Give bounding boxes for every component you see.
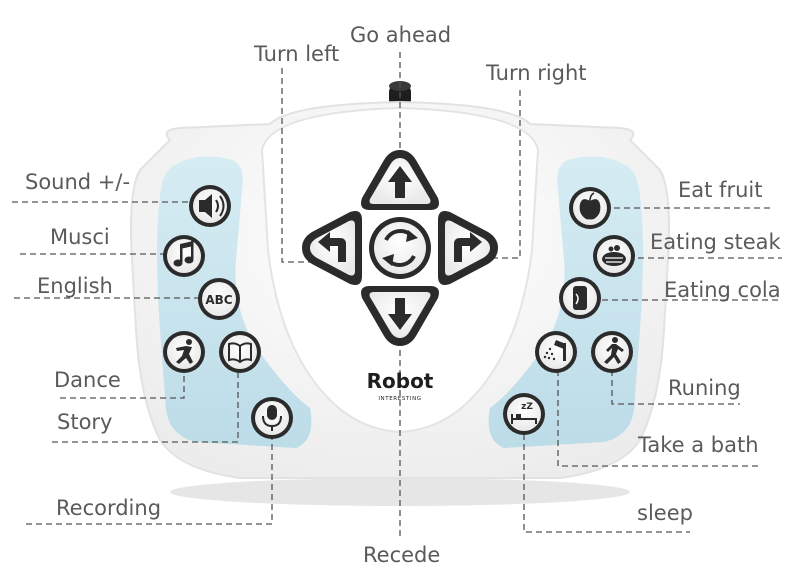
apple-icon xyxy=(579,192,601,220)
speaker-icon xyxy=(199,194,225,218)
dpad xyxy=(302,150,498,346)
recede-button[interactable] xyxy=(361,286,439,346)
leader-sleep xyxy=(523,424,690,533)
leader-turn-right xyxy=(486,90,521,259)
music-button[interactable] xyxy=(163,235,205,277)
runner-icon xyxy=(604,337,624,364)
arrow-down-icon xyxy=(388,298,412,330)
brand-logo: Robot xyxy=(367,369,434,393)
bed-icon: zZ xyxy=(511,402,537,424)
leader-turn-left xyxy=(281,68,318,263)
eat-fruit-button[interactable] xyxy=(569,187,611,229)
leader-dance xyxy=(60,366,185,399)
dancer-icon xyxy=(176,339,193,364)
turn-right-button[interactable] xyxy=(438,211,498,285)
shower-icon xyxy=(543,340,566,361)
runing-button[interactable] xyxy=(591,331,633,373)
label-english: English xyxy=(37,274,113,298)
recording-button[interactable] xyxy=(251,397,293,439)
sound-button[interactable] xyxy=(189,185,231,227)
story-button[interactable] xyxy=(219,331,261,373)
go-ahead-button[interactable] xyxy=(361,150,439,210)
steak-icon xyxy=(602,245,626,266)
label-recording: Recording xyxy=(56,496,162,520)
microphone-icon xyxy=(262,405,282,431)
label-runing: Runing xyxy=(668,376,741,400)
label-go-ahead: Go ahead xyxy=(350,23,452,47)
abc-icon: ABC xyxy=(205,293,232,307)
label-musci: Musci xyxy=(50,225,110,249)
label-story: Story xyxy=(57,410,113,434)
brand-subtitle: INTERESTING xyxy=(378,396,421,402)
arrow-up-icon xyxy=(388,166,412,198)
label-eating-cola: Eating cola xyxy=(664,278,781,302)
cola-can-icon xyxy=(573,286,587,310)
turn-right-icon xyxy=(454,232,482,262)
center-button[interactable] xyxy=(369,217,431,279)
book-icon xyxy=(228,342,252,364)
leader-take-a-bath xyxy=(557,360,762,467)
label-eating-steak: Eating steak xyxy=(650,230,781,254)
dance-button[interactable] xyxy=(163,331,205,373)
leader-story xyxy=(52,368,239,443)
label-dance: Dance xyxy=(54,368,121,392)
music-note-icon xyxy=(173,241,194,267)
sleep-button[interactable]: zZ xyxy=(503,393,545,435)
label-eat-fruit: Eat fruit xyxy=(678,178,763,202)
leader-recording xyxy=(26,432,273,525)
svg-text:zZ: zZ xyxy=(521,402,533,412)
take-a-bath-button[interactable] xyxy=(535,331,577,373)
label-sound: Sound +/- xyxy=(25,170,131,194)
eating-cola-button[interactable] xyxy=(559,277,601,319)
turn-left-button[interactable] xyxy=(302,211,362,285)
eating-steak-button[interactable] xyxy=(593,235,635,277)
turn-left-icon xyxy=(318,232,346,262)
label-take-a-bath: Take a bath xyxy=(638,433,759,457)
label-sleep: sleep xyxy=(637,501,693,525)
english-button[interactable]: ABC xyxy=(198,278,240,320)
leader-lines xyxy=(12,52,782,540)
label-turn-left: Turn left xyxy=(254,42,340,66)
label-turn-right: Turn right xyxy=(486,61,587,85)
leader-runing xyxy=(611,370,740,405)
label-recede: Recede xyxy=(363,543,441,567)
